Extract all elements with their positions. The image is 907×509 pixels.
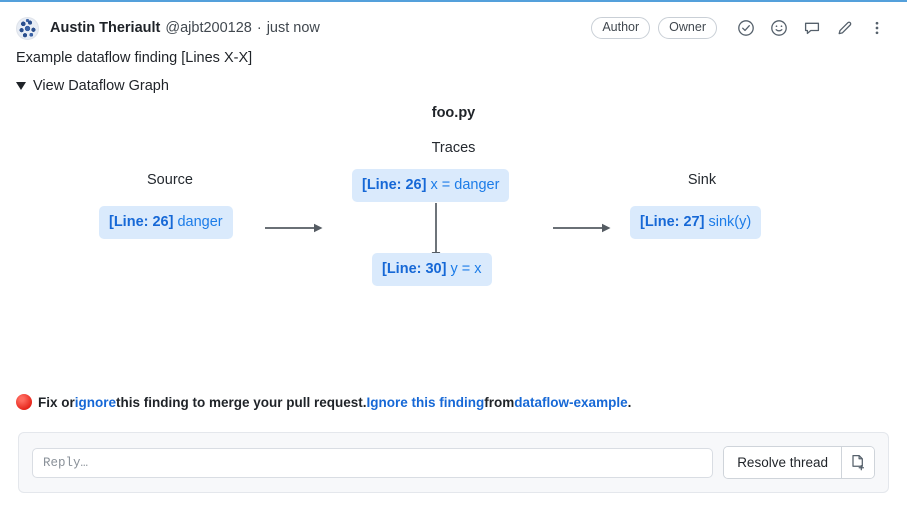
chevron-down-icon [16,82,26,90]
red-circle-icon [16,394,32,410]
ignore-link[interactable]: ignore [74,394,117,410]
resolve-thread-button[interactable]: Resolve thread [724,447,841,478]
rule-link[interactable]: dataflow-example [514,394,628,410]
badge-owner: Owner [658,16,717,40]
node-code: sink(y) [708,214,752,230]
arrow-source-to-trace [265,222,323,234]
arrow-trace-to-sink [553,222,611,234]
reply-actions: Resolve thread [723,446,875,479]
reply-bar: Resolve thread [18,432,889,493]
view-dataflow-graph-toggle[interactable]: View Dataflow Graph [0,66,185,94]
graph-traces-label: Traces [431,140,476,156]
graph-source-label: Source [147,172,193,188]
pencil-icon[interactable] [836,19,854,37]
graph-node-sink[interactable]: [Line: 27] sink(y) [630,206,762,239]
graph-node-trace-2[interactable]: [Line: 30] y = x [372,253,492,286]
node-line-label: [Line: 30] [382,261,447,277]
finding-middle: this finding to merge your pull request. [116,394,367,410]
node-line-label: [Line: 26] [109,214,174,230]
graph-node-source[interactable]: [Line: 26] danger [99,206,233,239]
node-code: x = danger [430,177,500,193]
ignore-this-finding-link[interactable]: Ignore this finding [366,394,485,410]
separator-dot: · [256,20,262,36]
graph-node-trace-1[interactable]: [Line: 26] x = danger [352,169,510,202]
node-line-label: [Line: 26] [362,177,427,193]
node-code: y = x [450,261,482,277]
comment-text: Example dataflow finding [Lines X-X] [16,50,253,66]
graph-file-title: foo.py [431,105,476,121]
comment-header: Austin Theriault @ajbt200128 · just now … [0,2,907,43]
author-handle[interactable]: @ajbt200128 [165,20,252,36]
kebab-menu-icon[interactable] [869,19,885,37]
finding-message: Fix or ignore this finding to merge your… [16,394,631,410]
timestamp: just now [266,20,320,36]
node-line-label: [Line: 27] [640,214,705,230]
dataflow-graph: foo.py Traces Source Sink [Line: 26] dan… [0,98,907,348]
graph-sink-label: Sink [687,172,717,188]
author-name[interactable]: Austin Theriault [50,20,161,36]
emoji-icon[interactable] [770,19,788,37]
node-code: danger [177,214,223,230]
finding-suffix: . [627,394,632,410]
avatar[interactable] [16,16,39,40]
reply-input[interactable] [32,447,714,478]
check-circle-icon[interactable] [737,19,755,37]
finding-from-text: from [484,394,515,410]
finding-prefix: Fix or [38,394,75,410]
comment-icon[interactable] [803,19,821,37]
new-file-icon[interactable] [841,447,874,478]
badge-author: Author [591,16,651,40]
disclosure-label: View Dataflow Graph [33,78,169,94]
